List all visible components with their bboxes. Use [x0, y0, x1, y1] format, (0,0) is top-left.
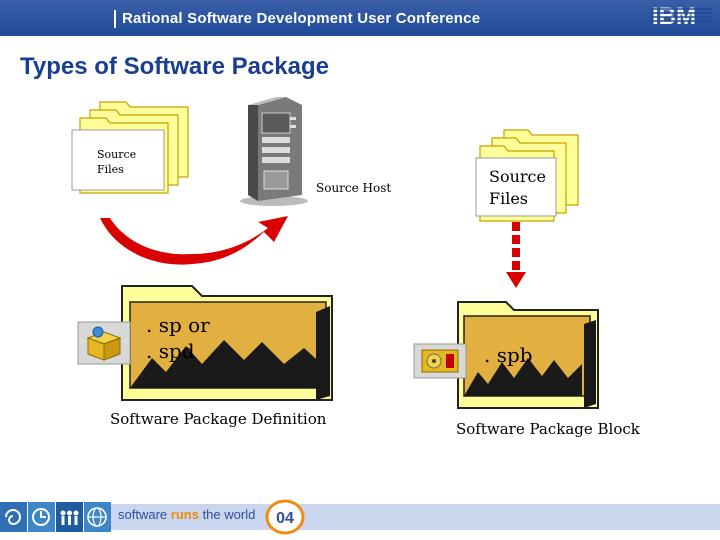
right-source-files-stack-icon [475, 129, 579, 222]
tagline-prefix: software [118, 507, 168, 522]
spd-caption: Software Package Definition [110, 410, 327, 428]
footer-icon-strip [0, 502, 111, 532]
spb-extension-label: . spb [484, 343, 533, 367]
left-source-files-line2: Files [97, 163, 124, 176]
footer-band [110, 504, 720, 530]
spb-caption: Software Package Block [456, 420, 640, 438]
swirl-icon [0, 502, 27, 532]
conference-title: Rational Software Development User Confe… [122, 10, 481, 27]
footer-bar: software runs the world 04 [0, 494, 720, 540]
footer-badge-text: 04 [276, 510, 294, 527]
package-block-icon [413, 343, 467, 379]
spd-folder-icon [121, 285, 333, 401]
spb-folder-icon [456, 301, 599, 409]
tagline-emphasis: runs [170, 507, 199, 522]
dashed-red-arrow-icon [506, 222, 526, 288]
header-bar: Rational Software Development User Confe… [0, 0, 720, 36]
footer-tagline: software runs the world [118, 507, 255, 522]
server-icon [240, 97, 308, 206]
package-box-icon [77, 321, 131, 365]
left-source-files-label: Source Files [97, 147, 136, 177]
source-files-stack-icon [71, 101, 189, 194]
spd-extension-line2: . spd [146, 339, 195, 363]
right-source-files-line2: Files [489, 189, 529, 208]
red-curved-arrow-icon [100, 216, 288, 265]
left-source-files-line1: Source [97, 148, 137, 161]
right-source-files-line1: Source [489, 167, 546, 186]
source-host-label: Source Host [316, 181, 392, 195]
header-separator [114, 10, 116, 28]
spd-extension-line1: . sp or [146, 313, 210, 337]
ibm-logo: IBM [650, 3, 712, 30]
right-source-files-label: Source Files [489, 166, 546, 210]
slide-title: Types of Software Package [20, 53, 329, 80]
tagline-suffix: the world [202, 507, 256, 522]
spd-extension-label: . sp or . spd [146, 312, 210, 364]
footer-badge: 04 [265, 499, 305, 535]
